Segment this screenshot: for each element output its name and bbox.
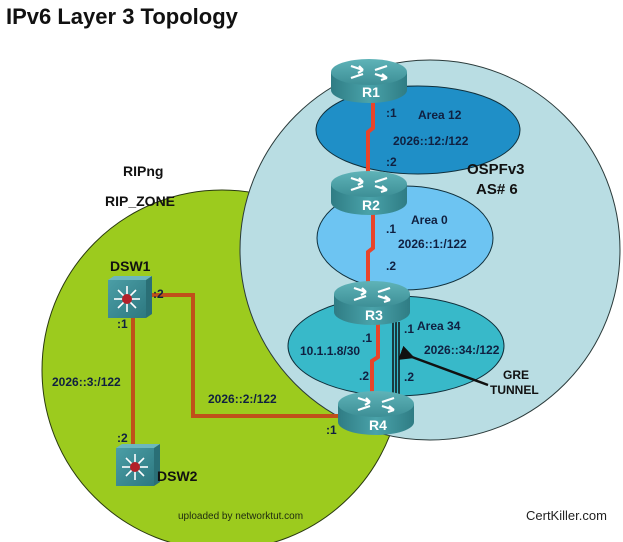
area-0-prefix: 2026::1:/122 [398,237,467,251]
iface-r4-serial: .2 [359,369,369,383]
link-r3-r4-gre-tunnel[interactable] [392,322,400,398]
link-label-dsw1-dsw2: 2026::3:/122 [52,375,121,389]
router-label-r2: R2 [362,197,380,213]
gre-label-line2: TUNNEL [490,383,539,397]
rip-zone-label: RIP_ZONE [105,193,175,209]
switch-label-dsw2: DSW2 [157,468,198,484]
iface-r4-tunnel: .2 [404,370,414,384]
switch-dsw2[interactable] [116,444,160,486]
iface-dsw1-to-r4: :2 [153,287,164,301]
link-label-r3-r4-ipv4: 10.1.1.8/30 [300,344,360,358]
area-34-prefix: 2026::34:/122 [424,343,500,357]
router-r4[interactable] [338,391,414,435]
watermark: CertKiller.com [526,508,607,523]
iface-r3-serial: .1 [362,331,372,345]
router-r1[interactable] [331,59,407,103]
area-34-name: Area 34 [417,319,461,333]
router-r3[interactable] [334,281,410,325]
iface-dsw1-to-dsw2: :1 [117,317,128,331]
area-12-prefix: 2026::12:/122 [393,134,469,148]
ospf-protocol-label: OSPFv3 [467,161,525,178]
link-r3-r4-serial[interactable] [370,320,380,398]
switch-label-dsw1: DSW1 [110,258,151,274]
area-12-name: Area 12 [418,108,462,122]
router-r2[interactable] [331,171,407,215]
iface-r2-to-r3: .1 [386,222,396,236]
ospf-as-label: AS# 6 [476,181,518,198]
router-label-r1: R1 [362,84,380,100]
link-r2-r3[interactable] [366,210,375,290]
diagram-title: IPv6 Layer 3 Topology [6,4,238,29]
link-dsw1-r4[interactable] [150,293,340,418]
router-label-r4: R4 [369,417,387,433]
area-0-name: Area 0 [411,213,448,227]
iface-r3-tunnel: .1 [404,322,414,336]
iface-r1-to-r2: :1 [386,106,397,120]
iface-r2-from-r1: :2 [386,155,397,169]
router-label-r3: R3 [365,307,383,323]
gre-tunnel-arrow [398,345,489,387]
link-label-dsw1-r4: 2026::2:/122 [208,392,277,406]
rip-protocol-label: RIPng [123,163,163,179]
credit-text: uploaded by networktut.com [178,511,303,522]
switch-dsw1[interactable] [108,276,152,318]
iface-r3-from-r2: .2 [386,259,396,273]
iface-r4-to-dsw1: :1 [326,423,337,437]
gre-label-line1: GRE [503,368,529,382]
link-r1-r2[interactable] [366,100,375,178]
iface-dsw2-to-dsw1: :2 [117,431,128,445]
